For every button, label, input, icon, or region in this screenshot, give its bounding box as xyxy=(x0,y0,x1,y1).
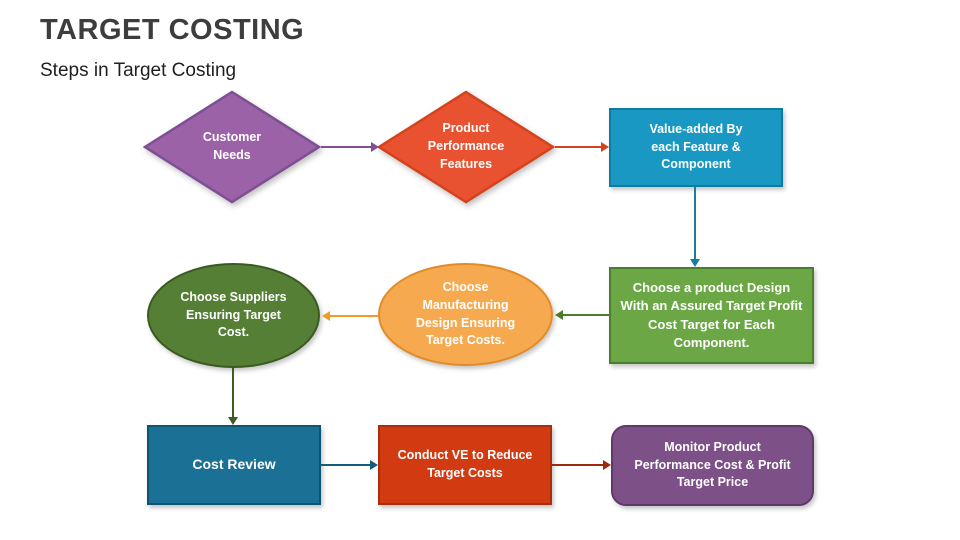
cost-review-label: Cost Review xyxy=(192,456,276,473)
node-value-added: Value-added By each Feature & Component xyxy=(609,108,783,187)
customer-needs-diamond-shape xyxy=(143,90,321,204)
arrowhead-conductve-to-monitor xyxy=(603,460,611,470)
connector-conductve-to-monitor xyxy=(552,464,604,466)
product-performance-label: Product Performance Features xyxy=(427,121,505,171)
arrowhead-manufacturing-to-suppliers xyxy=(322,311,330,321)
choose-design-label: Choose a product Design With an Assured … xyxy=(620,279,803,350)
conduct-ve-label: Conduct VE to Reduce Target Costs xyxy=(397,448,533,480)
connector-performance-to-valueadded xyxy=(555,146,602,148)
connector-customer-to-performance xyxy=(321,146,372,148)
node-choose-suppliers: Choose Suppliers Ensuring Target Cost. xyxy=(147,263,320,368)
connector-design-to-manufacturing xyxy=(562,314,609,316)
connector-suppliers-to-costreview xyxy=(232,368,234,418)
node-customer-needs: Customer Needs xyxy=(143,90,321,204)
node-monitor-product: Monitor Product Performance Cost & Profi… xyxy=(611,425,814,506)
page-subtitle: Steps in Target Costing xyxy=(40,60,237,81)
connector-valueadded-to-design xyxy=(694,187,696,260)
connector-costreview-to-conductve xyxy=(321,464,371,466)
arrowhead-valueadded-to-design xyxy=(690,259,700,267)
arrowhead-performance-to-valueadded xyxy=(601,142,609,152)
node-cost-review: Cost Review xyxy=(147,425,321,505)
node-choose-design: Choose a product Design With an Assured … xyxy=(609,267,814,364)
value-added-label: Value-added By each Feature & Component xyxy=(649,121,743,172)
choose-manufacturing-label: Choose Manufacturing Design Ensuring Tar… xyxy=(415,280,516,348)
page-title: TARGET COSTING xyxy=(40,14,305,46)
arrowhead-design-to-manufacturing xyxy=(555,310,563,320)
customer-needs-label: Customer Needs xyxy=(202,130,262,162)
node-product-performance: Product Performance Features xyxy=(377,90,555,204)
connector-manufacturing-to-suppliers xyxy=(329,315,378,317)
arrowhead-costreview-to-conductve xyxy=(370,460,378,470)
product-performance-diamond-shape xyxy=(377,90,555,204)
arrowhead-suppliers-to-costreview xyxy=(228,417,238,425)
arrowhead-customer-to-performance xyxy=(371,142,379,152)
node-conduct-ve: Conduct VE to Reduce Target Costs xyxy=(378,425,552,505)
choose-suppliers-label: Choose Suppliers Ensuring Target Cost. xyxy=(180,289,287,340)
node-choose-manufacturing: Choose Manufacturing Design Ensuring Tar… xyxy=(378,263,553,366)
monitor-product-label: Monitor Product Performance Cost & Profi… xyxy=(634,439,791,490)
